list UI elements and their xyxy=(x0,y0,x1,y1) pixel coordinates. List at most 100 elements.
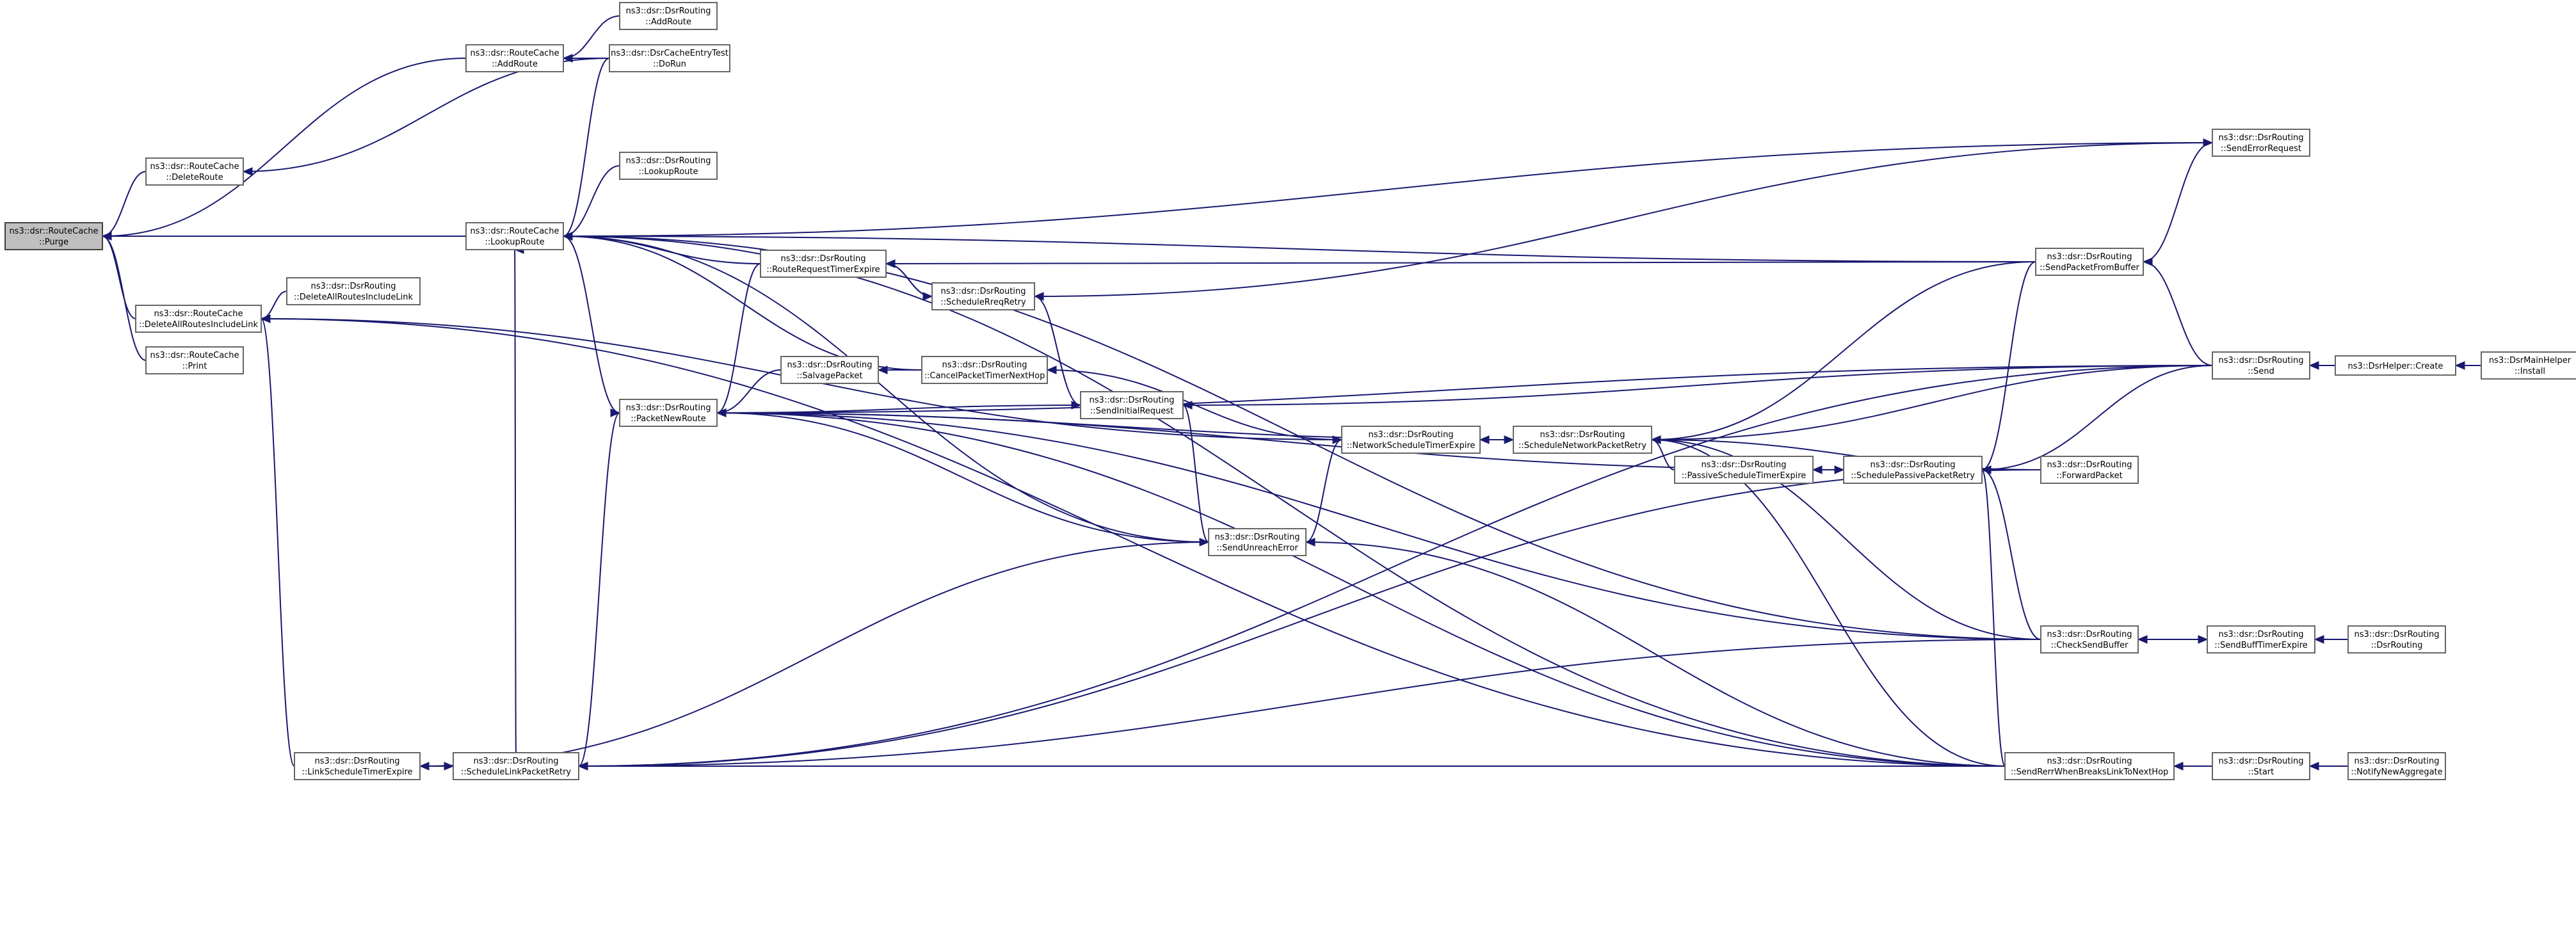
edge-arrowhead xyxy=(260,314,271,323)
node-packetNewRoute[interactable]: ns3::dsr::DsrRouting::PacketNewRoute xyxy=(619,399,718,427)
edge-arrowhead xyxy=(2454,361,2465,370)
node-sendBuffTimerExpire[interactable]: ns3::dsr::DsrRouting::SendBuffTimerExpir… xyxy=(2207,625,2315,653)
node-box[interactable] xyxy=(135,305,262,333)
node-dsrMainHelperInstall[interactable]: ns3::DsrMainHelper::Install xyxy=(2481,351,2576,380)
node-label-line2: ::SendInitialRequest xyxy=(1090,406,1173,416)
node-routeRequestTimerExpire[interactable]: ns3::dsr::DsrRouting::RouteRequestTimerE… xyxy=(760,250,887,278)
node-networkScheduleTimerExpire[interactable]: ns3::dsr::DsrRouting::NetworkScheduleTim… xyxy=(1341,426,1481,454)
node-box[interactable] xyxy=(760,250,887,278)
node-box[interactable] xyxy=(286,277,421,305)
node-scheduleRreqRetry[interactable]: ns3::dsr::DsrRouting::ScheduleRreqRetry xyxy=(931,282,1035,310)
node-label-line2: ::DeleteAllRoutesIncludeLink xyxy=(294,293,414,302)
node-box[interactable] xyxy=(294,752,421,780)
node-deleteRoute[interactable]: ns3::dsr::RouteCache::DeleteRoute xyxy=(145,157,244,186)
node-box[interactable] xyxy=(609,44,730,72)
node-box[interactable] xyxy=(2335,355,2456,376)
node-box[interactable] xyxy=(1208,528,1307,556)
node-purge[interactable]: ns3::dsr::RouteCache::Purge xyxy=(4,222,103,250)
node-box[interactable] xyxy=(2212,129,2310,157)
node-label-line1: ns3::dsr::DsrRouting xyxy=(2219,630,2304,639)
edge-arrowhead xyxy=(1332,435,1343,444)
edges-layer xyxy=(101,15,2482,771)
edge-scheduleLinkPacketRetry-to-lookupRouteCache xyxy=(514,249,517,753)
node-addRouteCache[interactable]: ns3::dsr::RouteCache::AddRoute xyxy=(465,44,564,72)
edge-scheduleLinkPacketRetry-to-packetNewRoute xyxy=(578,412,620,767)
node-notifyNewAggregate[interactable]: ns3::dsr::DsrRouting::NotifyNewAggregate xyxy=(2347,752,2446,780)
node-send[interactable]: ns3::dsr::DsrRouting::Send xyxy=(2212,351,2310,380)
node-box[interactable] xyxy=(2212,752,2310,780)
node-lookupRouteDsr[interactable]: ns3::dsr::DsrRouting::LookupRoute xyxy=(619,152,718,180)
edge-arrowhead xyxy=(2173,762,2184,771)
node-addRouteDsr[interactable]: ns3::dsr::DsrRouting::AddRoute xyxy=(619,2,718,30)
node-box[interactable] xyxy=(145,346,244,374)
node-lookupRouteCache[interactable]: ns3::dsr::RouteCache::LookupRoute xyxy=(465,222,564,250)
node-sendInitialRequest[interactable]: ns3::dsr::DsrRouting::SendInitialRequest xyxy=(1080,391,1184,419)
node-cancelPacketTimerNextHop[interactable]: ns3::dsr::DsrRouting::CancelPacketTimerN… xyxy=(921,356,1048,384)
node-box[interactable] xyxy=(453,752,579,780)
node-forwardPacket[interactable]: ns3::dsr::DsrRouting::ForwardPacket xyxy=(2040,456,2139,484)
node-label-line2: ::PassiveScheduleTimerExpire xyxy=(1682,471,1807,481)
node-box[interactable] xyxy=(931,282,1035,310)
node-label-line2: ::DeleteRoute xyxy=(166,173,223,182)
node-box[interactable] xyxy=(2040,456,2139,484)
node-sendPacketFromBuffer[interactable]: ns3::dsr::DsrRouting::SendPacketFromBuff… xyxy=(2035,248,2144,276)
node-box[interactable] xyxy=(145,157,244,186)
node-start[interactable]: ns3::dsr::DsrRouting::Start xyxy=(2212,752,2310,780)
edge-checkSendBuffer-to-packetNewRoute xyxy=(716,412,2041,640)
node-box[interactable] xyxy=(465,222,564,250)
node-label-line2: ::SendBuffTimerExpire xyxy=(2214,641,2308,650)
node-box[interactable] xyxy=(2040,625,2139,653)
node-label-line1: ns3::dsr::RouteCache xyxy=(150,351,239,360)
node-passiveScheduleTimerExpire[interactable]: ns3::dsr::DsrRouting::PassiveScheduleTim… xyxy=(1674,456,1814,484)
node-box[interactable] xyxy=(2347,752,2446,780)
node-salvagePacket[interactable]: ns3::dsr::DsrRouting::SalvagePacket xyxy=(780,356,879,384)
node-deleteAllDsr[interactable]: ns3::dsr::DsrRouting::DeleteAllRoutesInc… xyxy=(286,277,421,305)
node-box[interactable] xyxy=(619,399,718,427)
node-box[interactable] xyxy=(1513,426,1652,454)
node-doRun[interactable]: ns3::dsr::DsrCacheEntryTest::DoRun xyxy=(609,44,730,72)
node-box[interactable] xyxy=(2212,351,2310,380)
node-box[interactable] xyxy=(1080,391,1184,419)
node-dsrRoutingCtor[interactable]: ns3::dsr::DsrRouting::DsrRouting xyxy=(2347,625,2446,653)
nodes-layer: ns3::dsr::RouteCache::Purgens3::dsr::Rou… xyxy=(4,2,2576,780)
edge-addRouteCache-to-purge xyxy=(102,58,467,237)
edge-print-to-purge xyxy=(102,236,147,361)
node-box[interactable] xyxy=(465,44,564,72)
node-box[interactable] xyxy=(619,2,718,30)
node-box[interactable] xyxy=(1341,426,1481,454)
node-label-line2: ::ScheduleNetworkPacketRetry xyxy=(1518,441,1646,451)
edge-arrowhead xyxy=(1182,401,1193,410)
node-box[interactable] xyxy=(2207,625,2315,653)
node-scheduleLinkPacketRetry[interactable]: ns3::dsr::DsrRouting::ScheduleLinkPacket… xyxy=(453,752,579,780)
node-box[interactable] xyxy=(1843,456,1983,484)
node-scheduleNetworkPacketRetry[interactable]: ns3::dsr::DsrRouting::ScheduleNetworkPac… xyxy=(1513,426,1652,454)
node-deleteAllRC[interactable]: ns3::dsr::RouteCache::DeleteAllRoutesInc… xyxy=(135,305,262,333)
node-sendErrorRequest[interactable]: ns3::dsr::DsrRouting::SendErrorRequest xyxy=(2212,129,2310,157)
node-schedulePassivePacketRetry[interactable]: ns3::dsr::DsrRouting::SchedulePassivePac… xyxy=(1843,456,1983,484)
node-box[interactable] xyxy=(4,222,103,250)
node-box[interactable] xyxy=(2347,625,2446,653)
node-dsrHelperCreate[interactable]: ns3::DsrHelper::Create xyxy=(2335,355,2456,376)
node-box[interactable] xyxy=(2035,248,2144,276)
node-sendUnreachError[interactable]: ns3::dsr::DsrRouting::SendUnreachError xyxy=(1208,528,1307,556)
node-label-line1: ns3::dsr::DsrRouting xyxy=(311,282,396,291)
edge-arrowhead xyxy=(2308,361,2319,370)
node-box[interactable] xyxy=(780,356,879,384)
node-label-line2: ::DsrRouting xyxy=(2371,641,2423,650)
node-box[interactable] xyxy=(921,356,1048,384)
node-label-line1: ns3::dsr::DsrRouting xyxy=(2219,356,2304,365)
edge-sendPacketFromBuffer-to-sendErrorRequest xyxy=(2143,142,2213,262)
node-box[interactable] xyxy=(619,152,718,180)
edge-arrowhead xyxy=(1504,435,1515,444)
node-checkSendBuffer[interactable]: ns3::dsr::DsrRouting::CheckSendBuffer xyxy=(2040,625,2139,653)
edge-arrowhead xyxy=(562,232,573,241)
node-linkScheduleTimerExpire[interactable]: ns3::dsr::DsrRouting::LinkScheduleTimerE… xyxy=(294,752,421,780)
node-print[interactable]: ns3::dsr::RouteCache::Print xyxy=(145,346,244,374)
node-label-line1: ns3::DsrHelper::Create xyxy=(2348,362,2443,371)
edge-schedulePassivePacketRetry-to-packetNewRoute xyxy=(716,412,1844,470)
node-box[interactable] xyxy=(1674,456,1814,484)
node-box[interactable] xyxy=(2481,351,2576,380)
node-sendRerrWhenBreaks[interactable]: ns3::dsr::DsrRouting::SendRerrWhenBreaks… xyxy=(2004,752,2175,780)
node-box[interactable] xyxy=(2004,752,2175,780)
